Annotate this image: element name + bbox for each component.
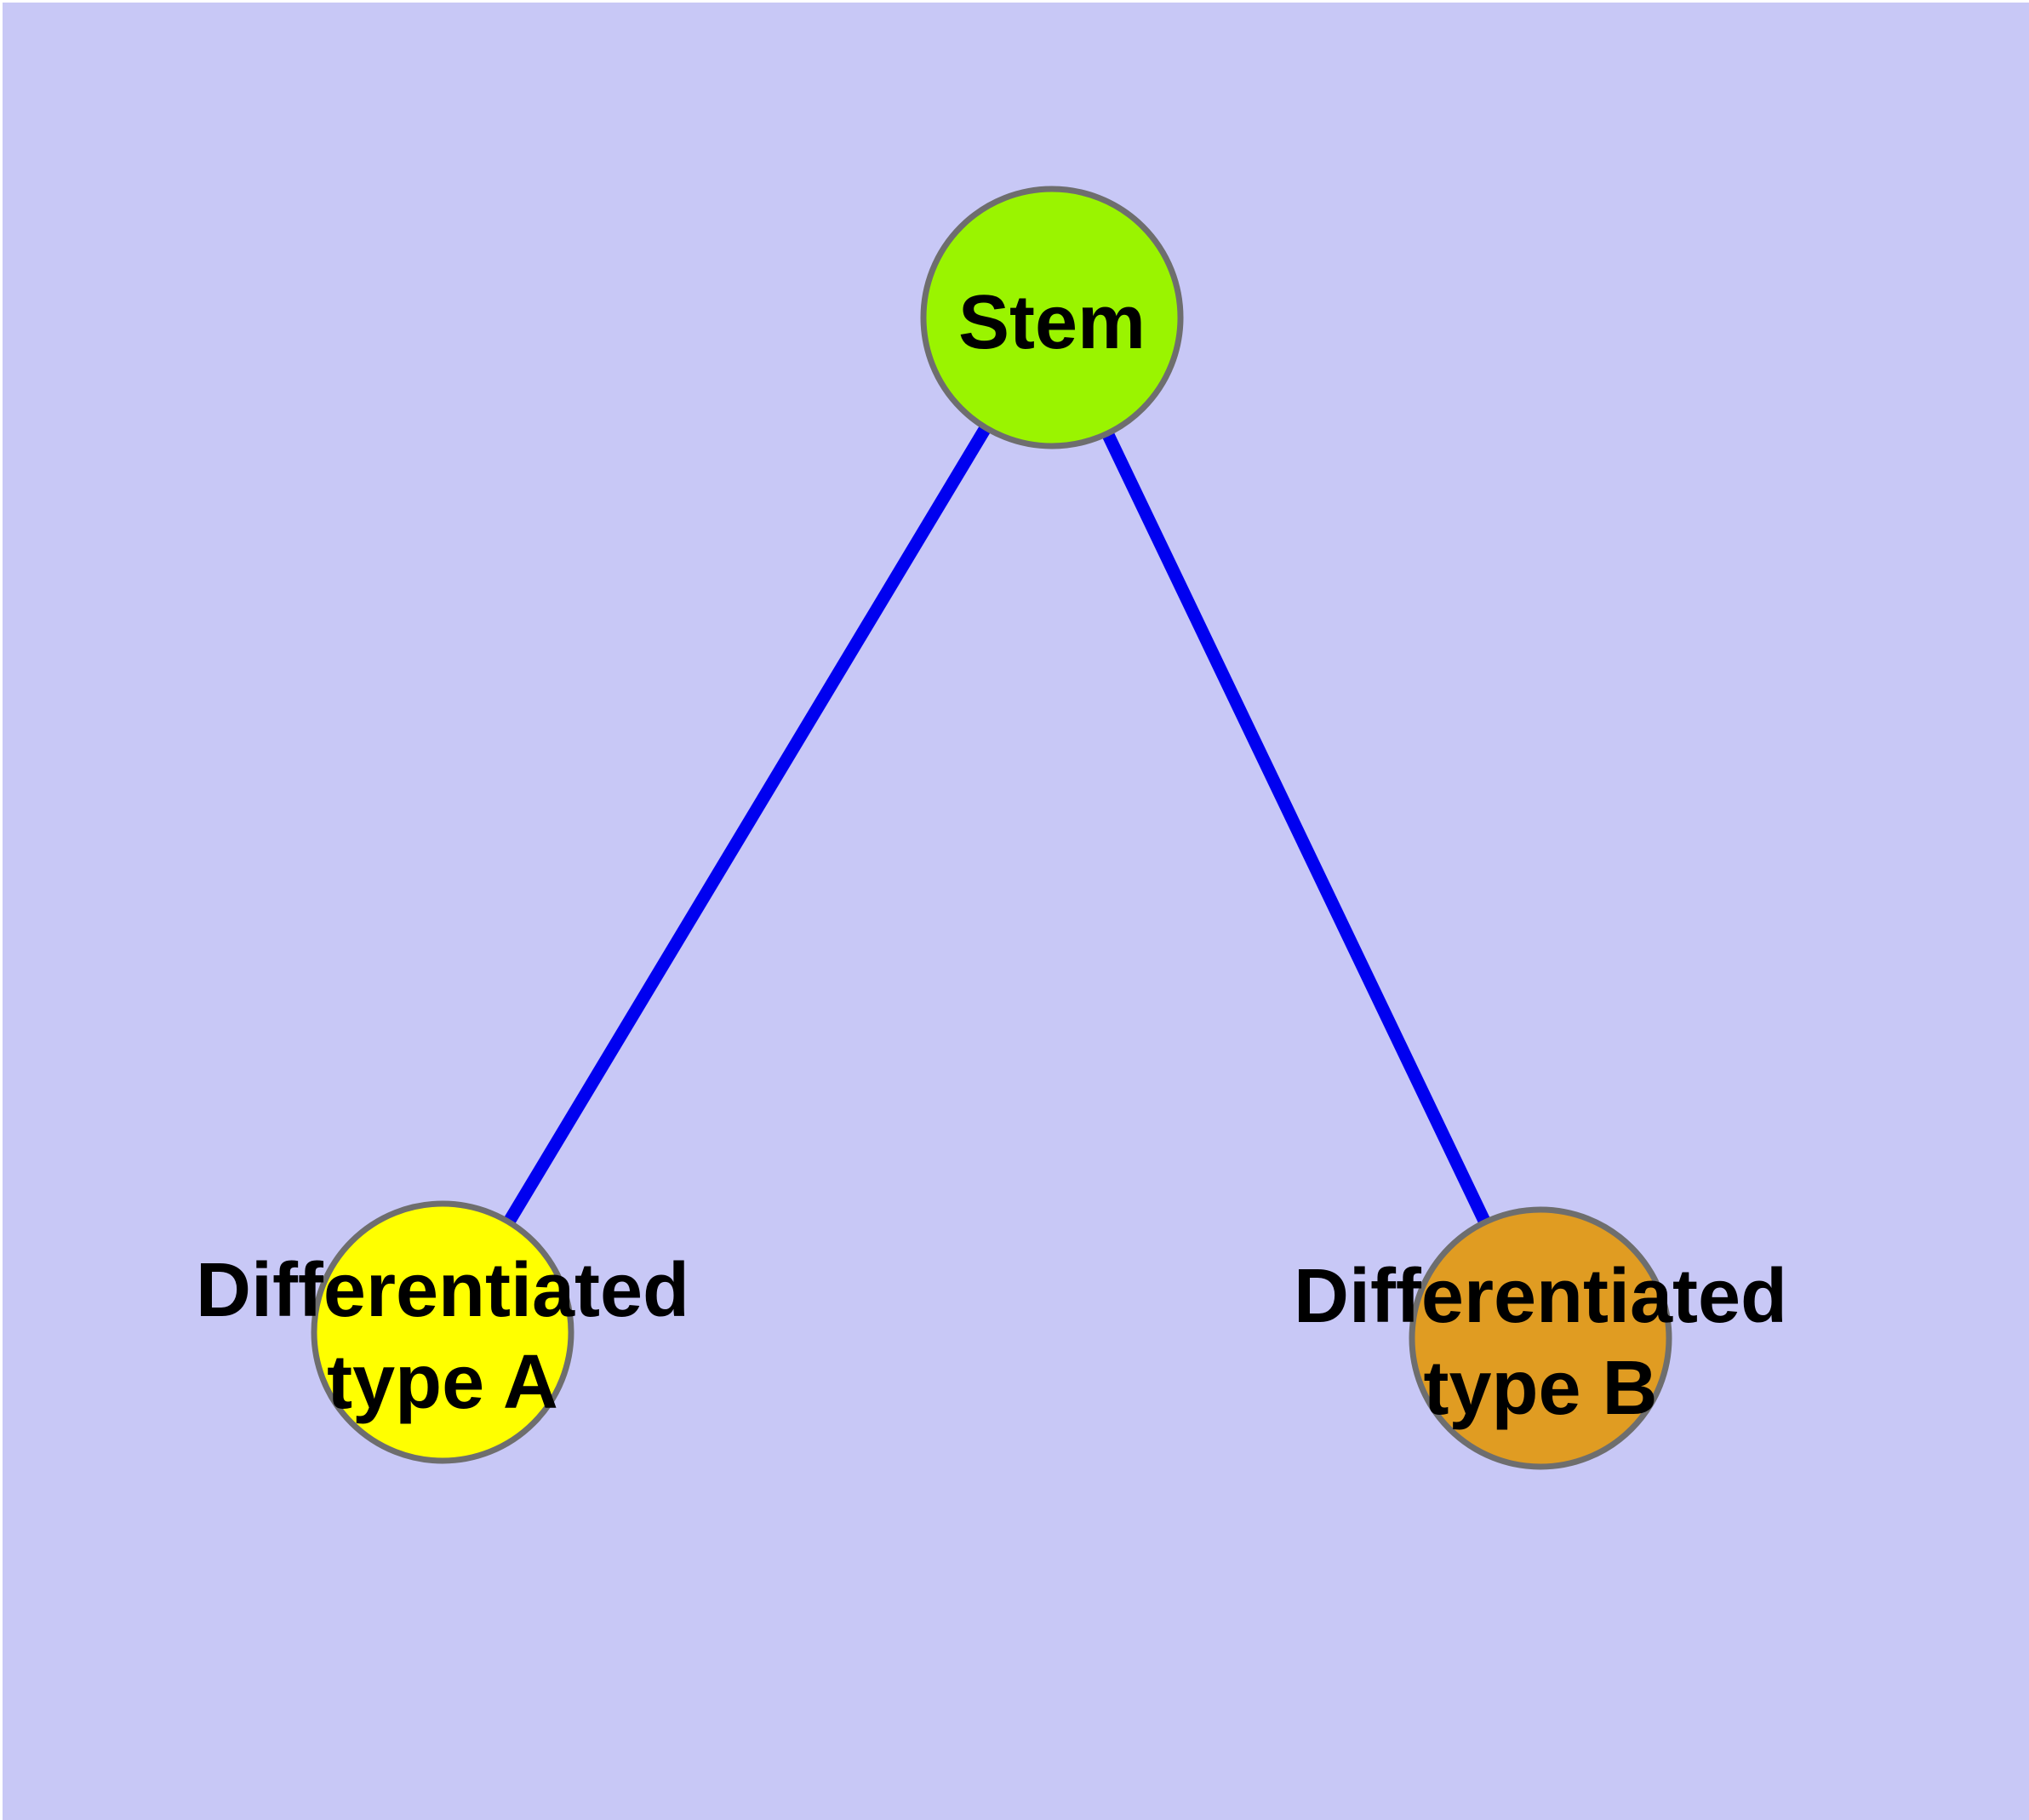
edge-stem-diff-a [437, 314, 1058, 1336]
nodes-group [311, 186, 1672, 1470]
edges-group [437, 314, 1546, 1342]
node-stem [920, 186, 1184, 449]
node-label-line: Differentiated [196, 1248, 689, 1333]
node-label-stem: Stem [958, 280, 1146, 365]
node-label-line: Differentiated [1294, 1254, 1787, 1339]
node-label-line: Stem [958, 280, 1146, 365]
node-label-line: type B [1423, 1346, 1657, 1431]
node-diff-a [311, 1200, 574, 1464]
node-diff-b [1409, 1206, 1672, 1470]
node-label-line: type A [327, 1340, 558, 1425]
edge-stem-diff-b [1046, 314, 1546, 1342]
